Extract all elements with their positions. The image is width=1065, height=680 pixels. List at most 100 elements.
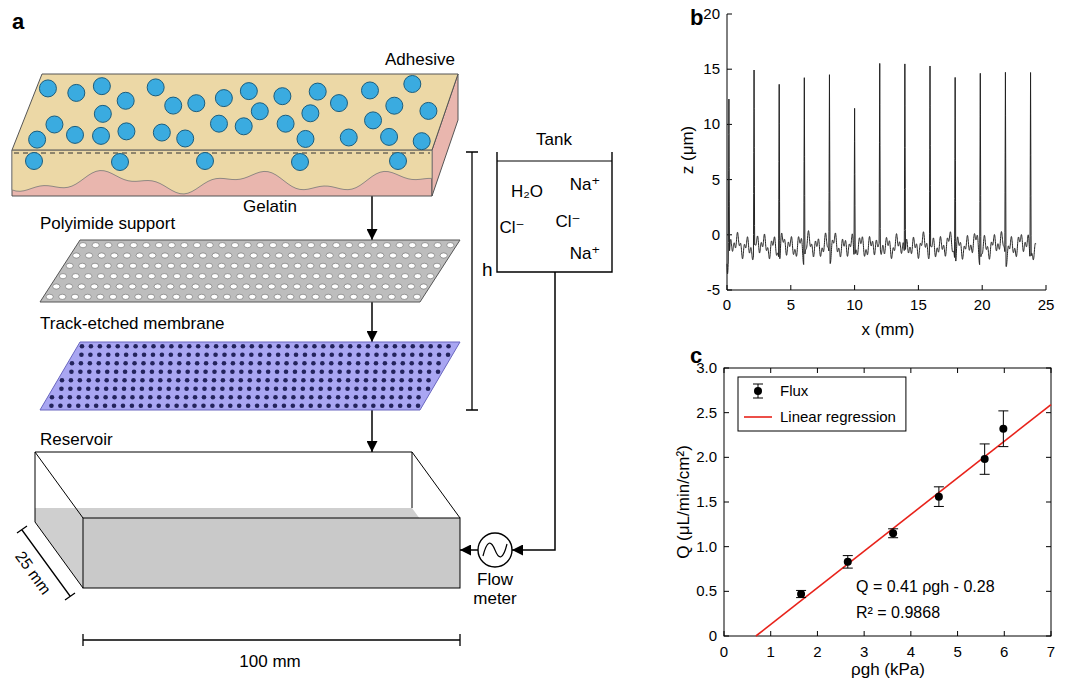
hole bbox=[249, 294, 256, 299]
bead bbox=[277, 115, 294, 132]
pore bbox=[363, 386, 368, 391]
axis-label: 6 bbox=[1000, 644, 1008, 661]
adhesive-infill bbox=[12, 150, 432, 194]
pore bbox=[389, 403, 394, 408]
pore bbox=[247, 378, 252, 383]
hole bbox=[117, 263, 124, 268]
axis-label: 5 bbox=[787, 297, 795, 314]
hole bbox=[218, 263, 225, 268]
hole bbox=[409, 243, 416, 248]
pore bbox=[319, 378, 324, 383]
bead bbox=[112, 154, 129, 171]
axis-label: 0 bbox=[709, 628, 717, 645]
setup-drawing bbox=[17, 152, 478, 646]
pore bbox=[79, 352, 84, 357]
pore bbox=[59, 395, 64, 400]
bead bbox=[26, 153, 43, 170]
hole bbox=[231, 243, 238, 248]
pore bbox=[256, 386, 261, 391]
pore bbox=[346, 378, 351, 383]
pore bbox=[49, 403, 54, 408]
pore bbox=[258, 344, 263, 349]
pore bbox=[436, 361, 441, 366]
pore bbox=[426, 378, 431, 383]
pore bbox=[409, 369, 414, 374]
tick bbox=[724, 591, 729, 592]
pore bbox=[437, 352, 442, 357]
pore bbox=[212, 378, 217, 383]
tick bbox=[957, 368, 958, 373]
pore bbox=[410, 352, 415, 357]
pore bbox=[67, 403, 72, 408]
hole bbox=[307, 263, 314, 268]
pore bbox=[139, 395, 144, 400]
pore bbox=[175, 386, 180, 391]
bead bbox=[381, 128, 398, 145]
pore bbox=[264, 403, 269, 408]
pore bbox=[122, 386, 127, 391]
pore bbox=[354, 386, 359, 391]
hole bbox=[243, 284, 250, 289]
pore bbox=[285, 352, 290, 357]
pore bbox=[156, 403, 161, 408]
hole bbox=[395, 263, 402, 268]
hole bbox=[142, 263, 149, 268]
hole bbox=[237, 274, 244, 279]
pore bbox=[94, 403, 99, 408]
tick bbox=[727, 285, 728, 290]
pore bbox=[169, 344, 174, 349]
bead bbox=[68, 84, 85, 101]
hole bbox=[237, 253, 244, 258]
pore bbox=[373, 369, 378, 374]
axis-label: 2 bbox=[813, 644, 821, 661]
pore bbox=[330, 344, 335, 349]
axis-label: 3 bbox=[860, 644, 868, 661]
tick bbox=[724, 631, 725, 636]
hole bbox=[326, 253, 333, 258]
tick bbox=[724, 546, 729, 547]
hole bbox=[104, 263, 111, 268]
pore bbox=[122, 378, 127, 383]
pore bbox=[399, 386, 404, 391]
tick bbox=[918, 285, 919, 290]
axis-label: z (μm) bbox=[679, 126, 698, 175]
pore bbox=[446, 352, 451, 357]
pore bbox=[238, 378, 243, 383]
pore bbox=[292, 378, 297, 383]
pore bbox=[237, 403, 242, 408]
data-point bbox=[797, 590, 805, 598]
pore bbox=[113, 378, 118, 383]
pore bbox=[240, 352, 245, 357]
pore bbox=[139, 403, 144, 408]
hole bbox=[168, 243, 175, 248]
pore bbox=[176, 378, 181, 383]
hole bbox=[205, 284, 212, 289]
pore bbox=[274, 378, 279, 383]
hole bbox=[415, 253, 422, 258]
pore bbox=[337, 369, 342, 374]
hole bbox=[388, 294, 395, 299]
legend-line-sample bbox=[744, 416, 772, 418]
tick bbox=[724, 502, 729, 503]
tick bbox=[982, 285, 983, 290]
hole bbox=[325, 294, 332, 299]
hole bbox=[193, 243, 200, 248]
interface-line bbox=[14, 153, 430, 154]
pore bbox=[339, 344, 344, 349]
pore bbox=[365, 361, 370, 366]
hole bbox=[224, 274, 231, 279]
pore bbox=[275, 361, 280, 366]
pore bbox=[276, 344, 281, 349]
hole bbox=[149, 253, 156, 258]
pore bbox=[77, 386, 82, 391]
hole bbox=[85, 274, 92, 279]
hole bbox=[295, 243, 302, 248]
pore bbox=[70, 361, 75, 366]
pore bbox=[115, 352, 120, 357]
hole bbox=[338, 274, 345, 279]
hole bbox=[413, 294, 420, 299]
error-cap bbox=[888, 537, 898, 538]
hole bbox=[123, 253, 130, 258]
hole bbox=[53, 284, 60, 289]
hole bbox=[344, 284, 351, 289]
